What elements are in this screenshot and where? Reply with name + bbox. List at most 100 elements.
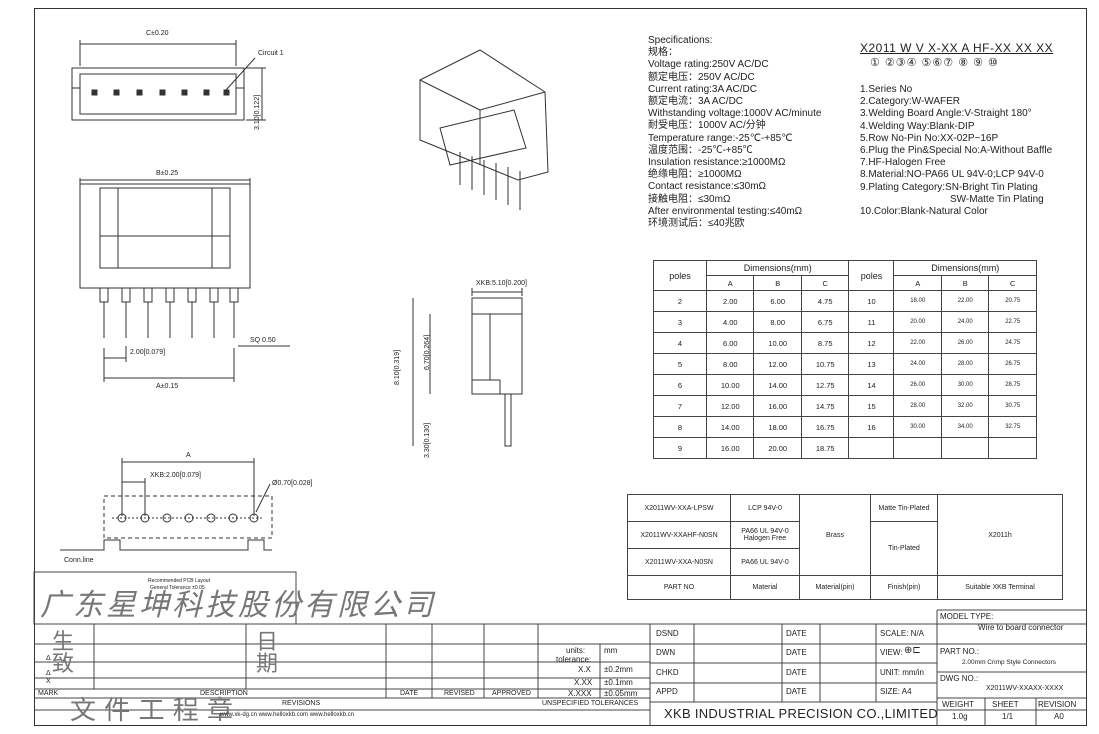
- drawing-frame: [34, 8, 1087, 726]
- spec-line: 接触电阻：≤30mΩ: [648, 193, 731, 205]
- part-no-label: PART NO.:: [940, 647, 980, 656]
- legend-item: 2.Category:W-WAFER: [860, 96, 961, 108]
- spec-line: Insulation resistance:≥1000MΩ: [648, 157, 786, 169]
- projection-icon: ⊕⊏: [904, 645, 921, 656]
- legend-item: 4.Welding Way:Blank-DIP: [860, 120, 975, 132]
- description-label: DESCRIPTION: [200, 690, 248, 697]
- dim-hole: Ø0.70[0.028]: [272, 480, 313, 487]
- company-name: XKB INDUSTRIAL PRECISION CO.,LIMITED: [664, 706, 938, 721]
- delta-mark: Δ: [46, 655, 51, 662]
- spec-line: 额定电流：3A AC/DC: [648, 96, 744, 108]
- spec-line: Current rating:3A AC/DC: [648, 83, 757, 95]
- cn-stamp-zhi: 致: [52, 652, 75, 677]
- view: VIEW:: [880, 648, 903, 657]
- cn-stamp-qi: 期: [256, 652, 279, 677]
- part-no-cell: X2011WV-XXAHF-N0SN: [627, 521, 731, 549]
- dim-pitch: 2.00[0.079]: [130, 349, 166, 356]
- table-cell: 20.00: [753, 437, 802, 459]
- spec-line: 额定电压：250V AC/DC: [648, 71, 755, 83]
- legend-item: 1.Series No: [860, 84, 913, 95]
- part-no-value: 2.00mm Crimp Style Connectors: [962, 659, 1056, 666]
- units-label: units:: [566, 646, 586, 655]
- tol-key: X.XX: [574, 678, 593, 687]
- revised-label: REVISED: [444, 690, 475, 697]
- spec-line: After environmental testing:≤40mΩ: [648, 205, 803, 217]
- cn-stamp-sheng: 生: [52, 630, 75, 655]
- spec-line: 温度范围：-25℃-+85℃: [648, 144, 753, 156]
- pcb-layout-title: Recommended PCB Layout: [148, 578, 210, 584]
- cn-stamp-doc: 文 件 工 程 章: [70, 696, 234, 726]
- finish-cell: Matte Tin-Plated: [870, 494, 938, 522]
- dim-c-tolerance: C±0.20: [146, 30, 169, 37]
- header-cell: Material(pin): [799, 575, 871, 600]
- part-no-cell: X2011WV-XXA-N0SN: [627, 548, 731, 576]
- table-cell: 28.75: [988, 374, 1037, 396]
- tol-value: ±0.2mm: [604, 665, 633, 674]
- unspecified-tolerances: UNSPECIFIED TOLERANCES: [542, 700, 639, 707]
- x-mark: X: [46, 678, 51, 685]
- websites: www.xk-dg.cn www.helloxkb.com www.hellox…: [220, 712, 355, 718]
- revision-label: REVISION: [1038, 700, 1077, 709]
- dwg-no-value: X2011WV-XXAXX-XXXX: [986, 685, 1064, 692]
- cn-stamp-ri: 日: [256, 630, 279, 655]
- legend-item: 10.Color:Blank-Natural Color: [860, 206, 988, 218]
- weight-value: 1.0g: [952, 712, 968, 721]
- unit: UNIT: mm/in: [880, 668, 924, 677]
- dim-sq: SQ 0.50: [250, 337, 276, 344]
- spec-line: Voltage rating:250V AC/DC: [648, 59, 769, 71]
- spec-line: Contact resistance:≤30mΩ: [648, 181, 767, 193]
- part-number-markers: ① ②③④ ⑤⑥⑦ ⑧ ⑨ ⑩: [870, 57, 999, 69]
- pcb-tolerance: General Tolerance ±0.05: [150, 585, 205, 591]
- role-chkd: CHKD: [656, 668, 679, 677]
- spec-line: 耐受电压：1000V AC/分钟: [648, 120, 766, 132]
- specifications: Specifications: 规格： Voltage rating:250V …: [648, 35, 821, 230]
- spec-line: Withstanding voltage:1000V AC/minute: [648, 108, 822, 120]
- date-cell: DATE: [786, 668, 807, 677]
- header-cell: Finish(pin): [870, 575, 938, 600]
- dim-b-tolerance: B±0.25: [156, 170, 179, 177]
- dim-xkb-510: XKB:5.10[0.200]: [476, 280, 527, 287]
- table-cell: [988, 437, 1037, 459]
- table-cell: 16.00: [705, 437, 755, 459]
- revisions-label: REVISIONS: [282, 700, 321, 707]
- header-cell: Material: [730, 575, 800, 600]
- role-dwn: DWN: [656, 648, 676, 657]
- material-cell: PA66 UL 94V-0: [730, 548, 800, 576]
- part-material-table: X2011WV-XXA-LPSW LCP 94V-0 Brass Matte T…: [627, 494, 1063, 600]
- header-cell: PART NO: [627, 575, 731, 600]
- mark-label: MARK: [38, 690, 59, 697]
- model-type-label: MODEL TYPE:: [940, 612, 994, 621]
- company-name-cn: 广东星坤科技股份有限公司: [40, 588, 436, 623]
- spec-line: 规格：: [648, 47, 678, 59]
- dim-a-tolerance: A±0.15: [156, 383, 179, 390]
- dim-xkb-200: XKB:2.00[0.079]: [150, 472, 201, 479]
- table-cell: 24.00: [940, 311, 990, 333]
- revision-value: A0: [1054, 712, 1064, 721]
- approved-label: APPROVED: [492, 690, 531, 697]
- header-cell: Suitable XKB Terminal: [937, 575, 1063, 600]
- date-cell: DATE: [786, 687, 807, 696]
- delta-mark: Δ: [46, 670, 51, 677]
- part-number-legend: 1.Series No 2.Category:W-WAFER 3.Welding…: [860, 84, 1052, 218]
- spec-heading: Specifications:: [648, 35, 713, 46]
- spec-line: Temperature range:-25℃-+85℃: [648, 132, 793, 144]
- legend-item: 6.Plug the Pin&Special No:A-Without Baff…: [860, 145, 1053, 157]
- sheet-value: 1/1: [1002, 712, 1014, 721]
- role-appd: APPD: [656, 687, 678, 696]
- date-label: DATE: [400, 690, 419, 697]
- units-value: mm: [604, 646, 618, 655]
- tol-value: ±0.05mm: [604, 689, 638, 698]
- dim-circuit-1: Circuit 1: [258, 50, 284, 57]
- tol-value: ±0.1mm: [604, 678, 633, 687]
- dimensions-table: poles Dimensions(mm) poles Dimensions(mm…: [653, 260, 1037, 459]
- tol-key: X.XXX: [568, 689, 592, 698]
- table-cell: [940, 437, 990, 459]
- tol-key: X.X: [578, 665, 591, 674]
- legend-item: 8.Material:NO-PA66 UL 94V-0;LCP 94V-0: [860, 169, 1044, 181]
